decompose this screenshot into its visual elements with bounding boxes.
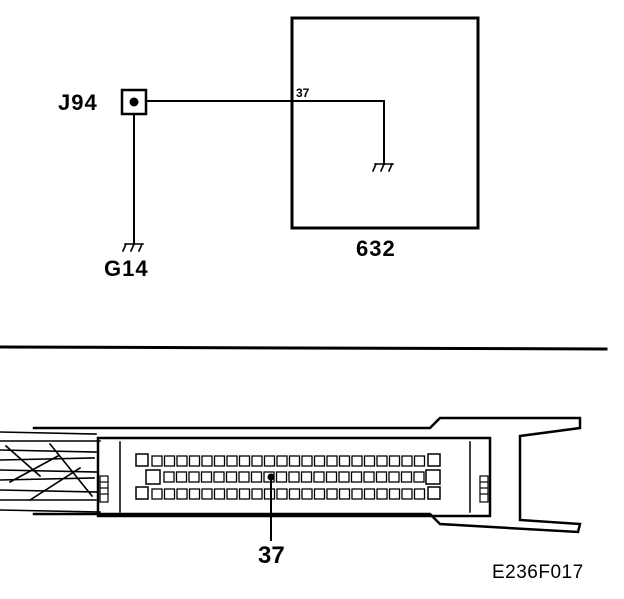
connector-pin-cavity [375,471,388,483]
connector-pin-cavity [201,455,213,467]
connector-pin-cavity [238,471,250,483]
connector-pin-cavity [188,455,201,467]
connector-pin-cavity [326,455,338,467]
connector-pin-cavity [338,471,350,483]
connector-pin-cavity [226,455,238,467]
connector-pin-cavity [351,488,363,500]
connector-pin-cavity [326,488,338,500]
module-632-label: 632 [356,236,396,261]
connector-pin-cavity [213,488,226,500]
lock-tab-right [479,475,489,503]
connector-pin-cavity [388,455,401,467]
module-632-box [290,16,480,230]
connector-pin-cavity [363,455,376,467]
pin-grid [151,455,426,500]
connector-pin-cavity [213,455,226,467]
connector-pin-cavity [301,488,313,500]
connector-pin-cavity [188,488,201,500]
connector-pin-cavity [288,471,300,483]
connector-pin-cavity [151,488,163,500]
connector-pin-cavity [200,471,213,483]
connector-pin-cavity [238,488,251,500]
connector-pin-cavity [188,471,200,483]
ground-g14-label: G14 [104,256,149,281]
connector-pin-cavity [351,455,363,467]
connector-pin-cavity [300,471,313,483]
connector-pin-cavity [363,471,375,483]
connector-pin-cavity [338,488,351,500]
connector-pin-cavity [338,455,351,467]
connector-pin-cavity [313,455,326,467]
connector-pin-cavity [313,471,325,483]
harness-cable [0,431,101,513]
connector-pin-cavity [251,455,263,467]
lock-tab-left [99,475,109,503]
connector-pin-cavity [263,455,276,467]
connector-pin-cavity [401,488,413,500]
connector-pin-cavity [176,488,188,500]
connector-pin-cavity [288,455,301,467]
connector-pin-cavity [313,488,326,500]
connector-pin-cavity [213,471,225,483]
connector-pin-cavity [413,455,426,467]
pin-callout-37-label: 37 [258,542,285,569]
section-divider [0,345,608,351]
key-blocks [135,453,441,500]
connector-pin-cavity [401,455,413,467]
connector-pin-cavity [238,455,251,467]
connector-pin-cavity [163,471,175,483]
figure-reference: E236F017 [492,562,584,583]
connector-pin-cavity [288,488,301,500]
connector-pin-cavity [163,488,176,500]
connector-pin-cavity [176,455,188,467]
ground-632-internal-symbol [371,162,394,173]
connector-j94-pin [129,97,139,107]
connector-pin-cavity [376,455,388,467]
connector-pin-cavity [276,455,288,467]
connector-pin-cavity [226,488,238,500]
connector-pin-cavity [388,471,400,483]
connector-pin-cavity [201,488,213,500]
connector-pin-cavity [151,455,163,467]
connector-pin-cavity [251,488,263,500]
connector-pin-cavity [413,471,425,483]
connector-j94-label: J94 [58,90,98,115]
connector-pin-cavity [175,471,188,483]
connector-pin-cavity [263,488,276,500]
connector-pin-cavity [325,471,338,483]
connector-pin-cavity [225,471,238,483]
module-pin-37-label: 37 [296,86,310,100]
connector-housing [32,416,582,534]
ground-g14-symbol [121,242,144,253]
connector-pin-cavity [276,488,288,500]
connector-pin-cavity [413,488,426,500]
connector-pin-cavity [400,471,413,483]
connector-pin-cavity [250,471,263,483]
connector-pin-cavity [163,455,176,467]
connector-pin-cavity [363,488,376,500]
connector-pin-cavity [388,488,401,500]
connector-pin-cavity [301,455,313,467]
connector-pin-cavity [275,471,288,483]
connector-pin-cavity [376,488,388,500]
connector-face [96,436,492,518]
connector-pin-cavity [350,471,363,483]
